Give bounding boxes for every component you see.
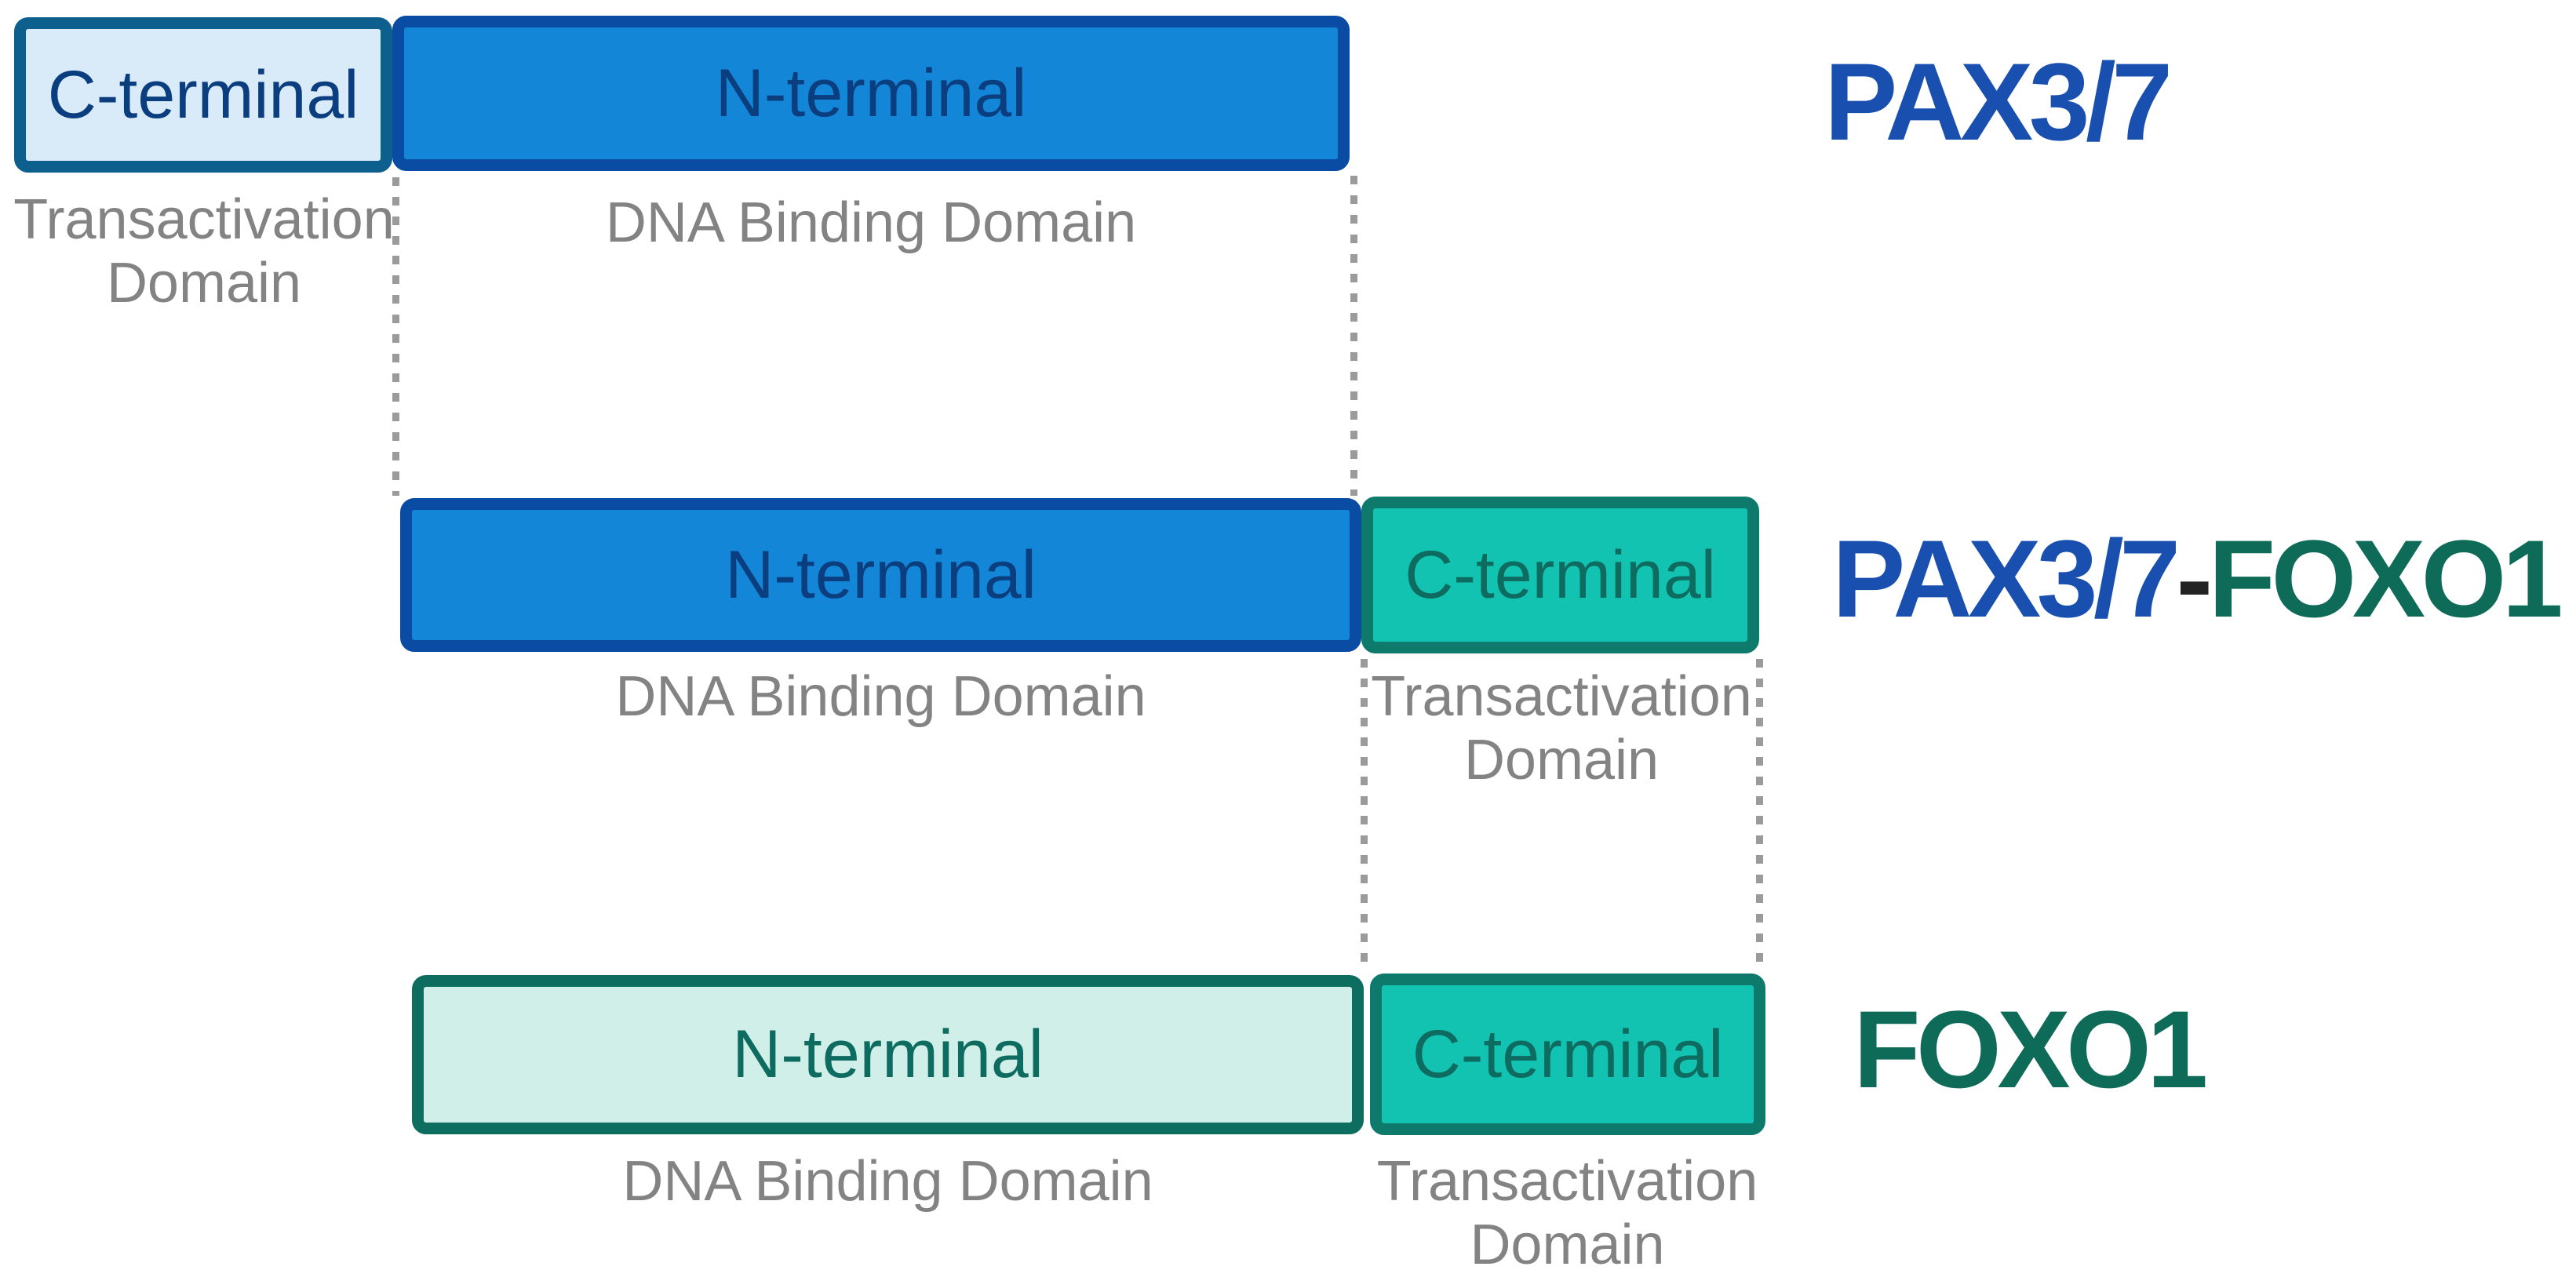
pax37-transactivation-domain-label: Transactivation Domain (13, 188, 395, 315)
fusion-name-hyphen: - (2176, 517, 2213, 640)
fusion-cterminal-domain-box: C-terminal (1361, 497, 1759, 653)
fusion-name-foxo-segment: FOXO1 (2208, 517, 2563, 640)
foxo1-dna-binding-domain-label: DNA Binding Domain (622, 1150, 1153, 1213)
fusion-transactivation-domain-label: Transactivation Domain (1371, 665, 1752, 792)
foxo1-cterminal-domain-box: C-terminal (1370, 973, 1765, 1135)
pax37-protein-name: PAX3/7 (1824, 40, 2173, 163)
fusion-dna-binding-domain-label: DNA Binding Domain (615, 665, 1146, 728)
fusion-name-pax-segment: PAX3/7 (1832, 517, 2181, 640)
foxo1-nterminal-domain-box: N-terminal (412, 975, 1364, 1134)
pax37-dna-binding-domain-label: DNA Binding Domain (605, 191, 1137, 254)
dotted-connector-top-right (1350, 176, 1357, 496)
dotted-connector-top-left (392, 177, 399, 496)
dotted-connector-bottom-left (1361, 659, 1368, 973)
dotted-connector-bottom-right (1756, 659, 1763, 973)
foxo1-transactivation-domain-label: Transactivation Domain (1376, 1150, 1758, 1277)
fusion-protein-name: PAX3/7-FOXO1 (1832, 524, 2563, 634)
foxo1-protein-name: FOXO1 (1853, 988, 2208, 1111)
fusion-nterminal-domain-box: N-terminal (400, 498, 1361, 652)
pax37-cterminal-domain-box: C-terminal (14, 17, 392, 173)
pax37-nterminal-domain-box: N-terminal (392, 16, 1350, 171)
